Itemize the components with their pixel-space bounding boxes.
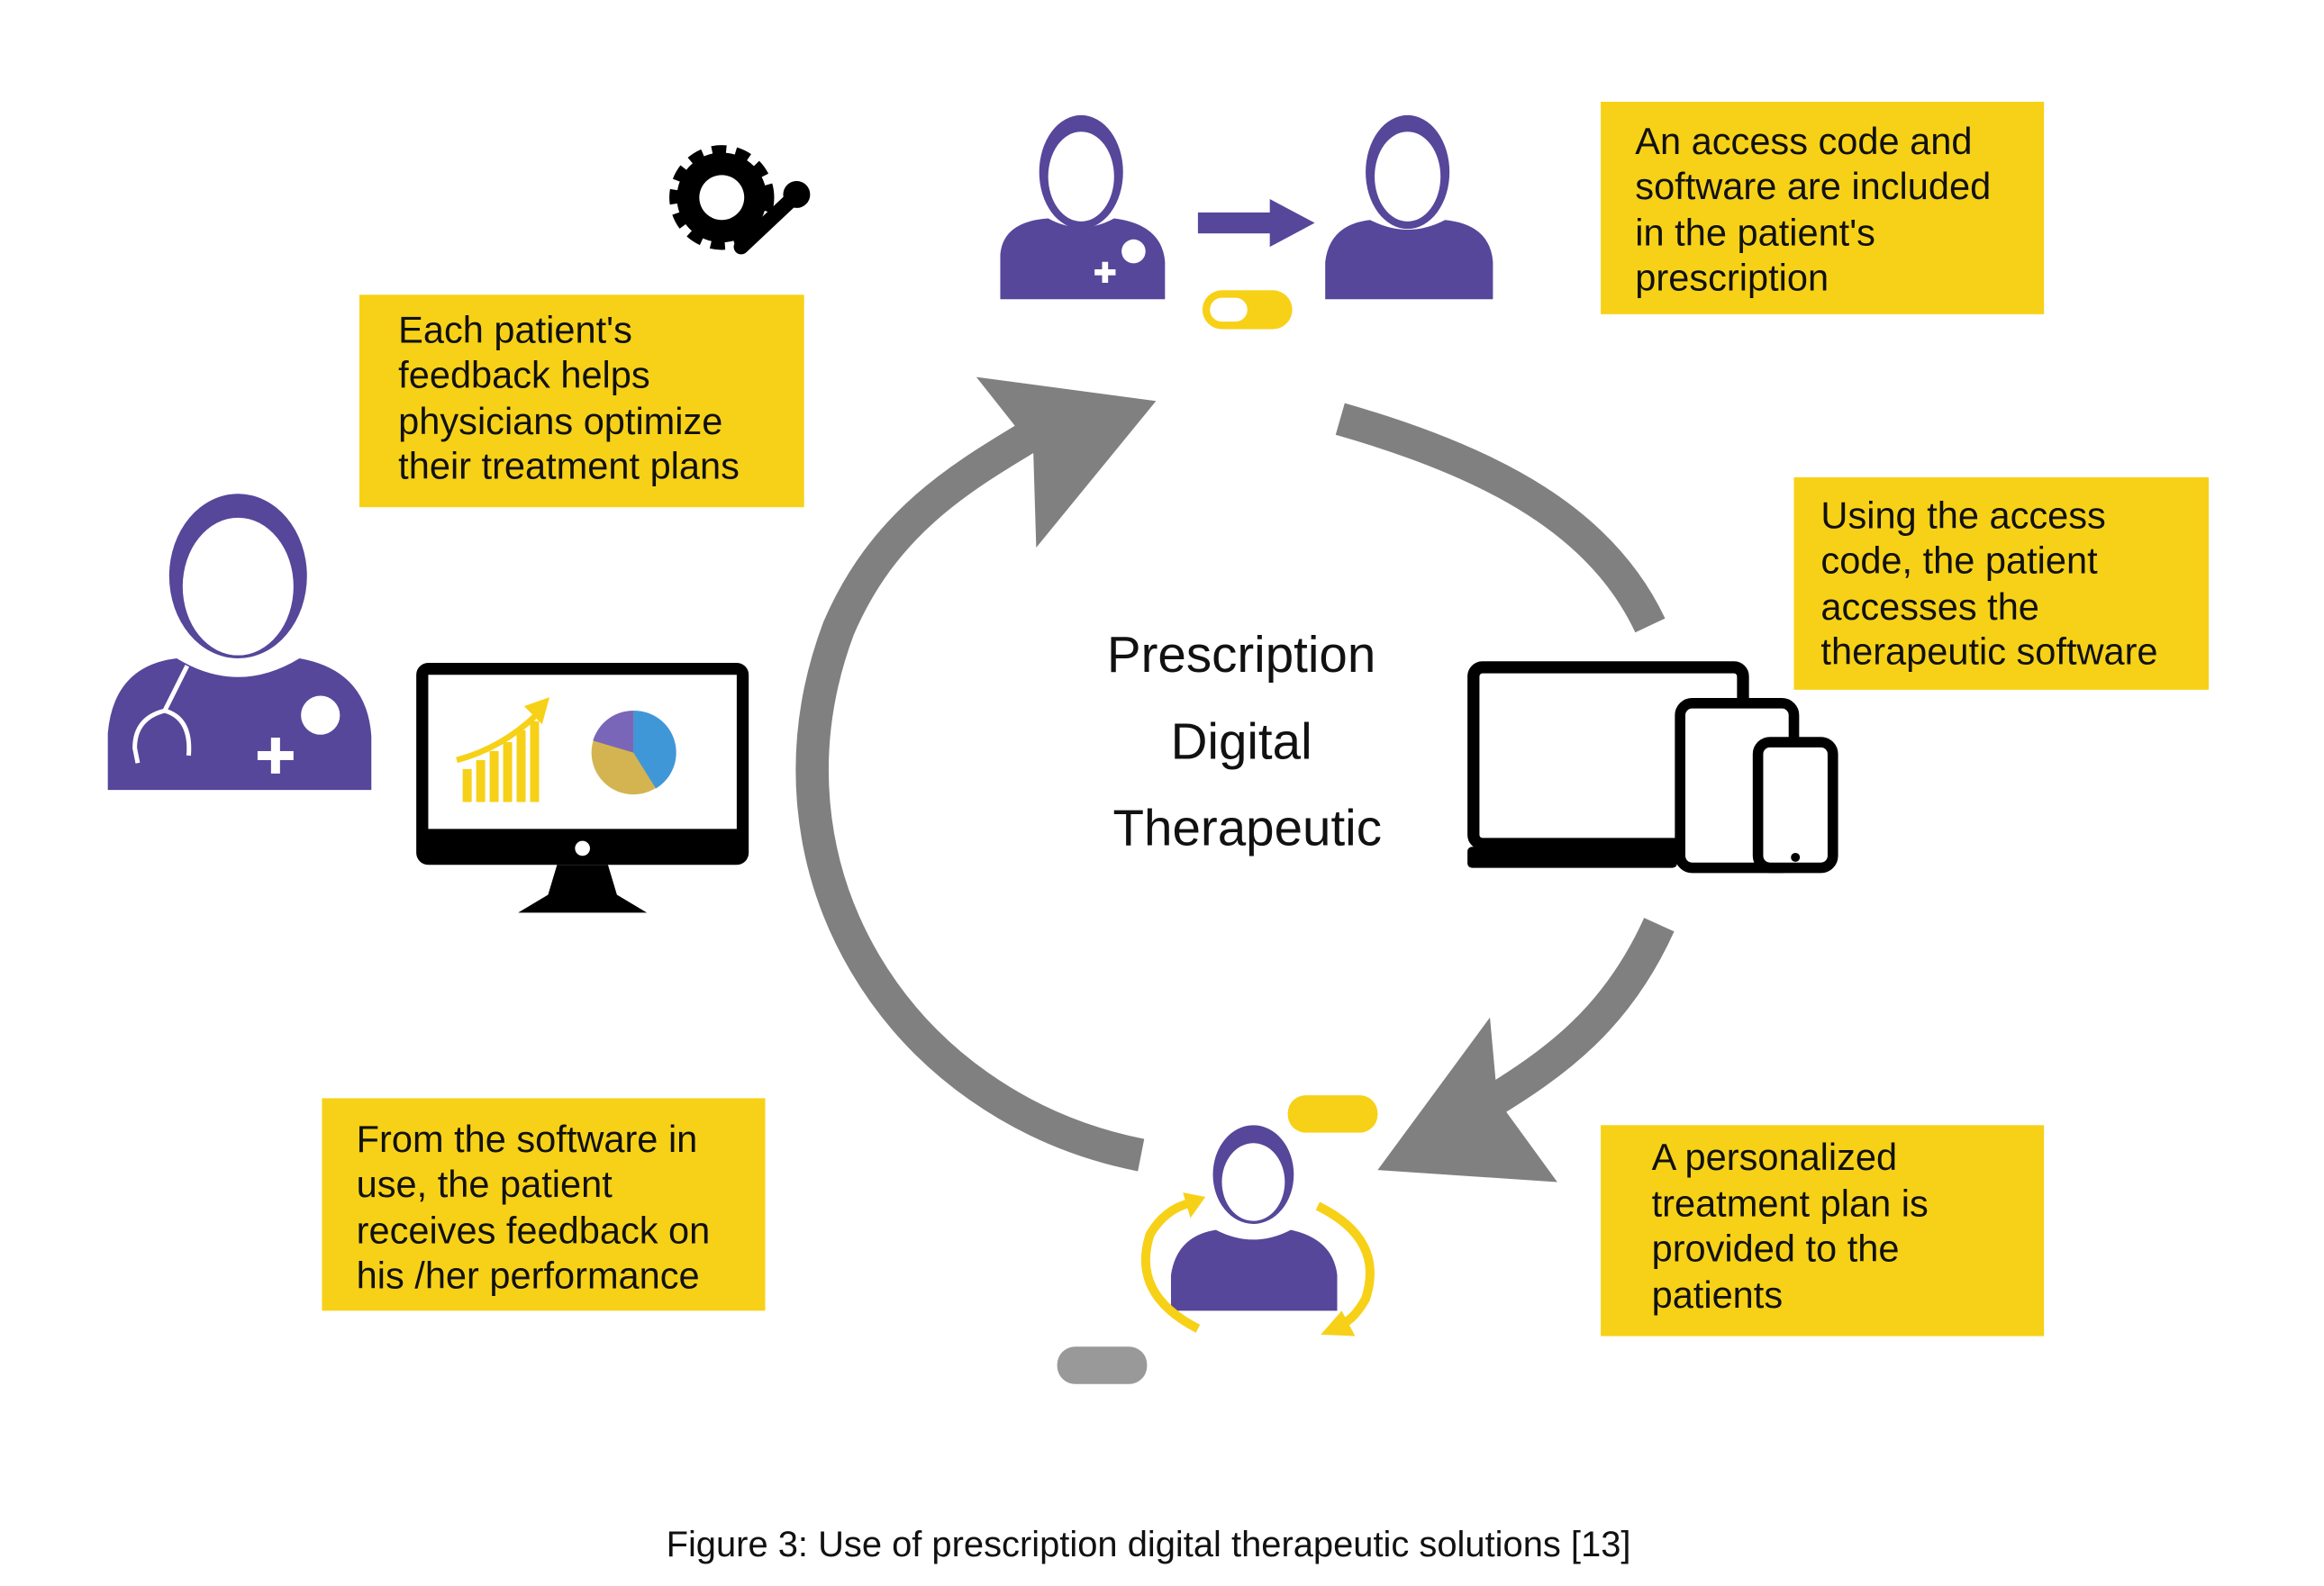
step-text: prescription (1635, 256, 1829, 298)
arrowhead-bottom (1377, 1017, 1557, 1183)
step-text: provided to the (1652, 1228, 1900, 1270)
right-arrow-icon (1197, 198, 1315, 248)
center-line: Therapeutic (1113, 800, 1382, 856)
arrowhead-top (976, 376, 1157, 548)
devices-icon (1467, 661, 1838, 874)
step-text: therapeutic software (1820, 630, 2157, 673)
cycle-arrows (795, 403, 1675, 1172)
patient-icon-top (1325, 114, 1493, 300)
step-box-access: Using the access code, the patient acces… (1793, 476, 2209, 690)
step-text: A personalized (1652, 1136, 1898, 1178)
step-box-prescription: An access code and software are included… (1601, 101, 2045, 314)
step-text: his /her performance (357, 1254, 700, 1296)
pie-chart-icon (591, 711, 676, 795)
doctor-icon-top (1000, 114, 1166, 300)
step-text: An access code and (1635, 120, 1972, 162)
patient-refresh-icon (1140, 1125, 1375, 1337)
step-box-feedback-patient: From the software in use, the patient re… (322, 1098, 766, 1311)
figure-caption: Figure 3: Use of prescription digital th… (667, 1525, 1631, 1564)
step-text: in the patient's (1635, 211, 1875, 253)
step-text: use, the patient (357, 1163, 613, 1205)
step-text: their treatment plans (398, 445, 740, 487)
doctor-icon-left (107, 494, 372, 791)
step-text: feedback helps (398, 353, 649, 395)
step-text: treatment plan is (1652, 1183, 1929, 1225)
gear-wrench-icon (669, 145, 811, 255)
bar-growth-icon (456, 697, 550, 802)
step-text: physicians optimize (398, 400, 722, 442)
step-text: software are included (1635, 165, 1991, 207)
step-box-feedback-physician: Each patient's feedback helps physicians… (359, 295, 804, 508)
gray-pill-shape (1057, 1346, 1148, 1384)
center-label: Prescription Digital Therapeutic (1107, 626, 1382, 856)
arrow-left-arc (795, 420, 1145, 1172)
monitor-icon (416, 662, 749, 913)
center-line: Digital (1171, 712, 1312, 769)
step-text: patients (1652, 1273, 1784, 1316)
step-text: accesses the (1820, 585, 2038, 628)
center-line: Prescription (1107, 626, 1375, 683)
step-text: code, the patient (1820, 539, 2098, 581)
arrow-bottom-right-arc (1474, 918, 1675, 1122)
step-box-plan: A personalized treatment plan is provide… (1601, 1125, 2045, 1337)
arrow-top-right-arc (1335, 403, 1666, 633)
pill-icon (1202, 290, 1293, 330)
step-text: Using the access (1820, 494, 2105, 536)
yellow-pill-shape (1287, 1095, 1378, 1133)
step-text: receives feedback on (357, 1210, 711, 1252)
step-text: From the software in (357, 1118, 698, 1160)
step-text: Each patient's (398, 308, 632, 350)
